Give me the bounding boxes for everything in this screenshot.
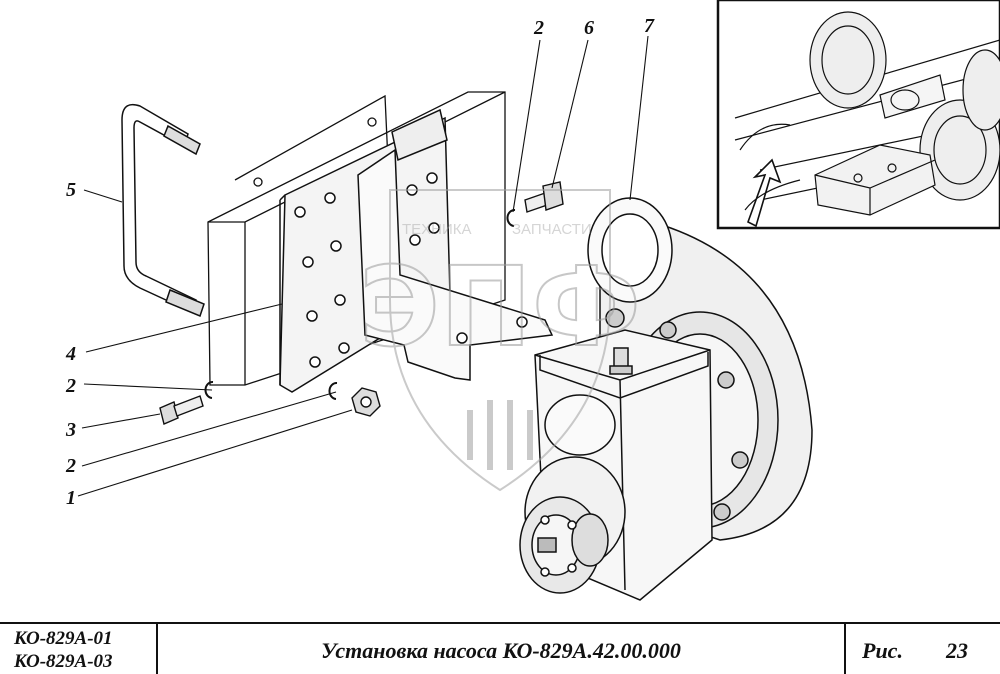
callout-2-left: 2	[65, 375, 76, 397]
figure-reference: Рис. 23	[846, 624, 1000, 674]
callout-6: 6	[584, 17, 594, 39]
drawing-title: Установка насоса КО-829А.42.00.000	[158, 624, 846, 674]
figure-number: 23	[946, 638, 968, 663]
inset-view	[716, 0, 1000, 230]
leader-lines	[77, 35, 649, 497]
callout-3: 3	[65, 419, 76, 441]
callout-2-top: 2	[533, 17, 544, 39]
pump-assembly	[519, 197, 813, 601]
u-bolt	[121, 103, 205, 317]
callout-5: 5	[66, 179, 76, 201]
model-number-1: КО-829А-01	[14, 628, 113, 649]
watermark-logo-text: ЭПФ	[359, 243, 641, 371]
callout-1: 1	[66, 487, 76, 509]
figure-label: Рис.	[862, 638, 903, 663]
watermark: ТЕХНИКА ЗАПЧАСТИ ЭПФ	[358, 189, 642, 492]
callout-7: 7	[644, 15, 655, 37]
callout-4: 4	[65, 343, 76, 365]
callouts: 2 6 7 5 4 2 3 2 1	[65, 15, 655, 509]
callout-2-bottom: 2	[65, 455, 76, 477]
model-number-2: КО-829А-03	[14, 651, 113, 672]
title-block: КО-829А-01 КО-829А-03 Установка насоса К…	[0, 622, 1000, 674]
watermark-right-text: ЗАПЧАСТИ	[512, 221, 592, 238]
bracket-plate	[279, 108, 554, 393]
assembly-drawing: ТЕХНИКА ЗАПЧАСТИ ЭПФ 2 6 7 5 4 2 3 2 1	[65, 0, 1000, 601]
model-numbers: КО-829А-01 КО-829А-03	[0, 624, 158, 674]
watermark-left-text: ТЕХНИКА	[402, 221, 472, 238]
